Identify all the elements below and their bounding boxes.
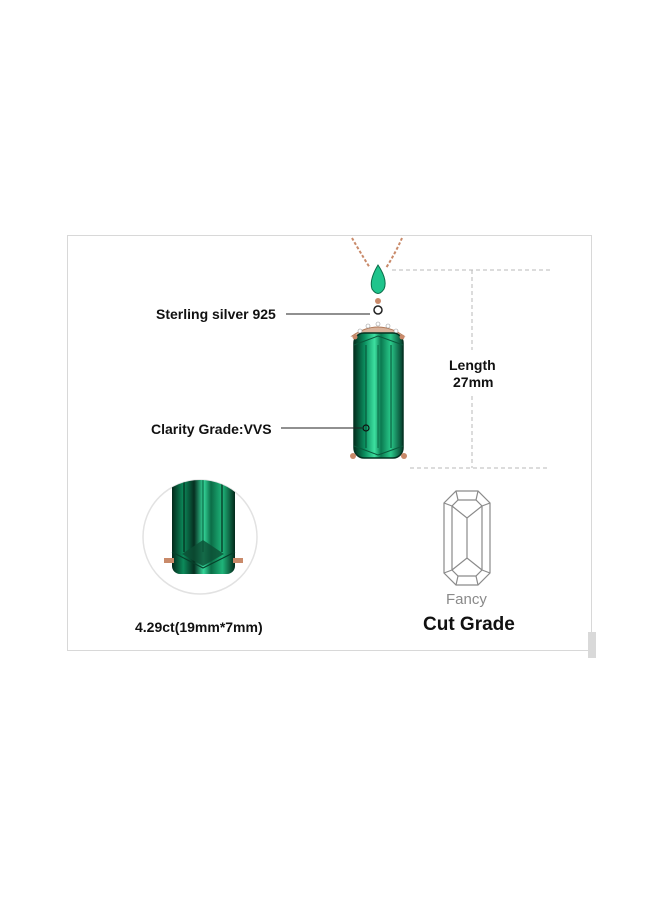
cut-style-label: Fancy [446,591,487,608]
scrollbar-stub[interactable] [588,632,596,658]
cut-grade-title: Cut Grade [423,614,515,635]
product-info-frame [67,235,592,651]
stone-zoom-detail [142,479,258,595]
fancy-cut-diagram [443,490,491,586]
emerald-stone [350,332,407,459]
length-value: 27mm [453,374,494,390]
clarity-callout-label: Clarity Grade:VVS [151,421,272,437]
length-dimension [392,269,550,469]
chain [351,237,403,269]
carat-size-label: 4.29ct(19mm*7mm) [135,619,263,635]
bail-stone [370,264,386,315]
metal-callout-label: Sterling silver 925 [156,306,276,322]
length-label: Length [449,357,496,373]
